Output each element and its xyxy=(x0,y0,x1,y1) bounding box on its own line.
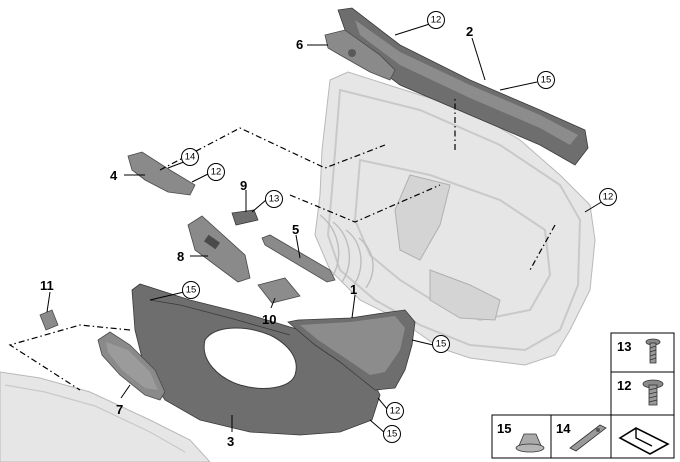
callout-5: 5 xyxy=(292,222,299,237)
callout-8: 8 xyxy=(177,249,184,264)
ref-circle-12: 12 xyxy=(427,11,445,29)
part-callouts: 2 6 4 9 8 5 10 1 11 7 3 xyxy=(40,24,473,449)
svg-text:15: 15 xyxy=(497,421,511,436)
callout-6: 6 xyxy=(296,37,303,52)
ref-circle-15: 15 xyxy=(432,335,450,353)
ref-circle-15: 15 xyxy=(537,71,555,89)
legend-item-rivet-14: 14 xyxy=(550,414,612,459)
callout-10: 10 xyxy=(262,312,276,327)
svg-text:12: 12 xyxy=(617,378,631,393)
svg-text:15: 15 xyxy=(541,75,552,86)
nut-icon xyxy=(642,379,664,406)
svg-text:12: 12 xyxy=(431,15,442,26)
screw-icon xyxy=(645,338,661,364)
bracket-tool-icon xyxy=(618,427,670,455)
part-11-bracket xyxy=(39,309,59,331)
callout-2: 2 xyxy=(466,24,473,39)
adjacent-component xyxy=(0,371,211,462)
dashed-reference-lines xyxy=(8,98,556,391)
svg-text:15: 15 xyxy=(436,339,447,350)
part-4-handle-grip xyxy=(127,151,196,196)
legend-item-screw-13: 13 xyxy=(610,332,675,373)
part-6-bracket xyxy=(324,29,396,81)
ref-circle-12: 12 xyxy=(599,188,617,206)
ref-circle-15: 15 xyxy=(383,425,401,443)
callout-1: 1 xyxy=(350,282,357,297)
legend-item-clip-15: 15 xyxy=(491,414,552,459)
part-10-pad xyxy=(257,277,301,304)
callout-9: 9 xyxy=(240,178,247,193)
ref-circle-13: 13 xyxy=(265,190,283,208)
part-5-trim-strip xyxy=(261,234,336,283)
ref-circle-12: 12 xyxy=(386,402,404,420)
part-1-armrest xyxy=(287,309,416,391)
part-9-clip xyxy=(231,209,259,226)
svg-text:13: 13 xyxy=(269,194,280,205)
svg-text:12: 12 xyxy=(211,167,222,178)
legend-item-nut-12: 12 xyxy=(610,371,675,416)
ref-circle-15: 15 xyxy=(182,281,200,299)
part-3-lower-trim-panel xyxy=(131,283,381,436)
ref-circle-14: 14 xyxy=(181,148,199,166)
svg-text:14: 14 xyxy=(556,421,571,436)
svg-text:14: 14 xyxy=(185,152,196,163)
callout-11: 11 xyxy=(40,278,54,293)
svg-text:12: 12 xyxy=(390,406,401,417)
part-8-switch-panel xyxy=(187,215,251,283)
part-7-speaker-grille xyxy=(97,331,166,401)
clip-icon xyxy=(515,433,545,453)
callout-7: 7 xyxy=(116,402,123,417)
legend-item-tool xyxy=(610,414,675,459)
callout-3: 3 xyxy=(227,434,234,449)
ref-circle-12: 12 xyxy=(207,163,225,181)
circled-references: 12 15 12 14 12 13 15 15 xyxy=(181,11,617,443)
svg-text:12: 12 xyxy=(603,192,614,203)
svg-text:13: 13 xyxy=(617,339,631,354)
callout-4: 4 xyxy=(110,168,118,183)
rivet-icon xyxy=(569,424,607,452)
svg-text:15: 15 xyxy=(387,429,398,440)
fastener-legend: 13 12 15 14 xyxy=(491,332,675,459)
svg-text:15: 15 xyxy=(186,285,197,296)
